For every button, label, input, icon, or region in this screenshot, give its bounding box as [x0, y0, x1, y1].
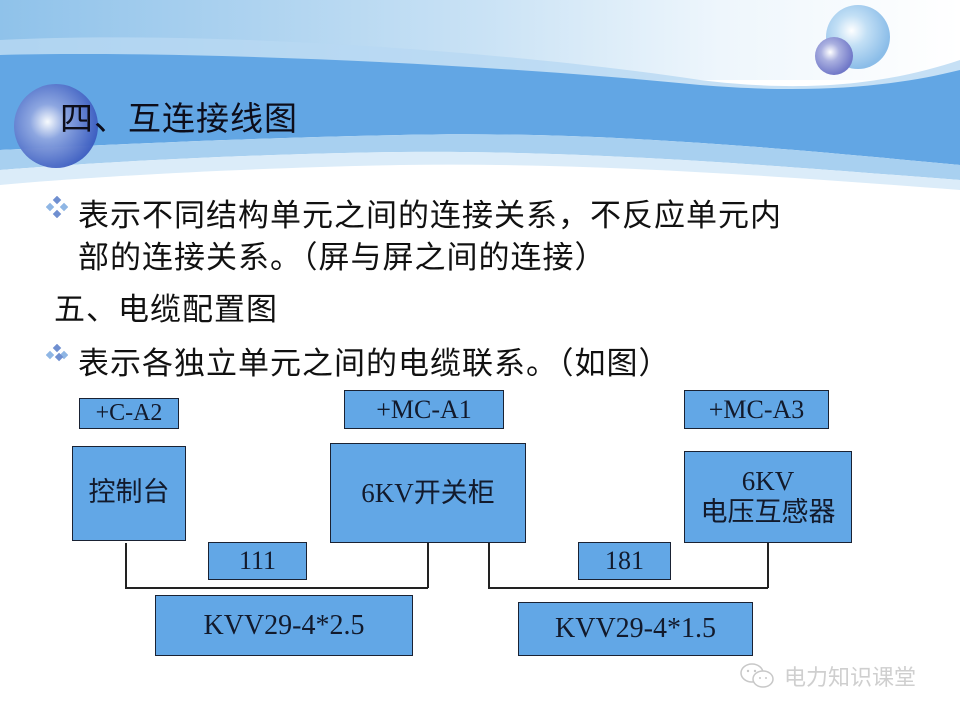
- unit-name-line-2: 电压互感器: [700, 497, 836, 528]
- bullet-1-line-2: 部的连接关系。（屏与屏之间的连接）: [78, 240, 607, 276]
- wire-segment: [125, 587, 428, 589]
- wire-segment: [488, 587, 768, 589]
- wire-segment: [125, 543, 127, 588]
- watermark-text: 电力知识课堂: [784, 666, 917, 691]
- wire-segment: [767, 543, 769, 588]
- unit-tag-mc-a3: +MC-A3: [684, 390, 829, 429]
- bullet-1-line-1: 表示不同结构单元之间的连接关系，不反应单元内: [78, 198, 782, 234]
- unit-tag-mc-a1: +MC-A1: [344, 390, 504, 429]
- unit-6kv-voltage-transformer: 6KV 电压互感器: [684, 451, 852, 543]
- diamond-bullet-icon: [46, 344, 68, 362]
- unit-tag-c-a2: +C-A2: [79, 398, 179, 429]
- unit-6kv-switchgear: 6KV开关柜: [330, 443, 526, 543]
- diamond-bullet-icon: [46, 196, 68, 218]
- cable-type-kvv29-4x2-5: KVV29-4*2.5: [155, 595, 413, 656]
- unit-name: 控制台: [88, 477, 170, 509]
- unit-name: 6KV开关柜: [361, 477, 495, 508]
- cable-type-kvv29-4x1-5: KVV29-4*1.5: [518, 602, 753, 656]
- wire-segment: [427, 543, 429, 588]
- cable-number-111: 111: [208, 542, 307, 580]
- bullet-2-text: 表示各独立单元之间的电缆联系。（如图）: [78, 346, 671, 382]
- slide-heading: 四、互连接线图: [60, 99, 298, 138]
- wechat-icon: [740, 663, 774, 688]
- watermark: 电力知识课堂: [738, 660, 916, 692]
- cable-number-181: 181: [578, 542, 671, 580]
- unit-name-line-1: 6KV: [741, 465, 795, 496]
- wire-segment: [488, 543, 490, 588]
- unit-control-desk: 控制台: [72, 446, 186, 541]
- sub-heading: 五、电缆配置图: [54, 292, 278, 328]
